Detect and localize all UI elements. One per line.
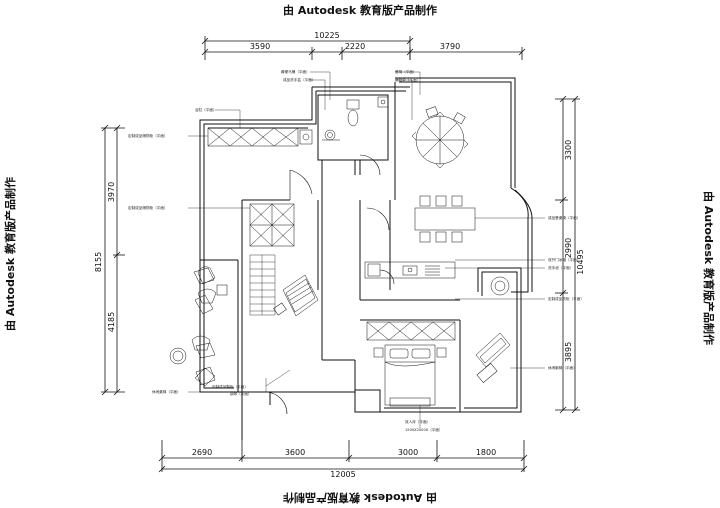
bottom-total-dim: 12005 [330,470,355,479]
callout-bathtub: 浴缸（平面） [195,107,217,112]
callout-wardrobe: 定制成品衣柜（平面） [548,296,584,301]
kitchen-counter [364,261,456,279]
shoe-cabinet [249,203,295,247]
top-dim-3: 3790 [440,42,460,51]
callout-storage-2: 定制成品储物柜（平面） [128,205,168,210]
callout-bed-size: 1500X2000X（平面） [405,427,443,432]
door-swings [264,154,395,415]
callout-dining-chair: 餐椅（平面） [395,69,417,74]
callout-shoe-cabinet: 定制成品鞋柜（平面） [212,384,248,389]
top-dimension-chain: 10225 3590 2220 3790 [201,31,526,60]
dining-table-set [414,195,476,243]
callout-sink: 洗手池（平面） [548,265,573,270]
left-dimension-chain: 8155 3970 4185 [94,124,125,396]
callout-piano: 钢琴（平面） [230,391,252,396]
bottom-dim-1: 2690 [192,448,212,457]
bottom-dimension-chain: 2690 3600 3000 1800 12005 [158,440,528,479]
right-total-dim: 10495 [576,249,585,274]
callout-umbrella: 遮阳伞（平面） [395,77,420,82]
callout-storage-1: 定制成品储物柜（平面） [128,133,168,138]
storage-cabinet-top-left [207,127,313,147]
left-dim-2: 4185 [107,312,116,332]
bottom-dim-4: 1800 [476,448,496,457]
callout-bed: 双人床（平面） [405,419,430,424]
callout-lounger: 休闲躺椅（平面） [548,365,577,370]
lounge-chairs-left [169,266,228,387]
bottom-dim-2: 3600 [285,448,305,457]
callout-washbasin: 成品洗手盆（平面） [283,77,315,82]
top-dim-1: 3590 [250,42,270,51]
double-bed [373,344,447,407]
patio-umbrella [411,106,469,169]
callout-toilet: 蹲便马桶（平面） [281,69,310,74]
bottom-dim-3: 3000 [398,448,418,457]
watermark-top: 由 Autodesk 教育版产品制作 [282,4,437,17]
top-dim-2: 2220 [345,42,365,51]
piano [273,274,319,317]
stairs [249,254,276,316]
callout-leisure-set: 休闲桌椅（平面） [152,389,181,394]
toilet-fixtures [322,96,389,141]
callout-leaders [188,71,545,428]
left-dim-1: 3970 [107,182,116,202]
callout-fridge: 双开门冰箱（平面） [548,257,580,262]
balcony-furniture [475,276,511,383]
callout-dining-set: 成品餐桌椅（平面） [548,215,580,220]
left-room-chairs [193,267,216,386]
right-dim-3: 3895 [564,342,573,362]
right-dim-1: 3300 [564,140,573,160]
right-dim-2: 2990 [564,238,573,258]
right-dimension-chain: 10495 3300 2990 3895 [555,95,585,414]
left-total-dim: 8155 [94,252,103,272]
wardrobe [366,321,456,341]
top-total-dim: 10225 [314,31,339,40]
